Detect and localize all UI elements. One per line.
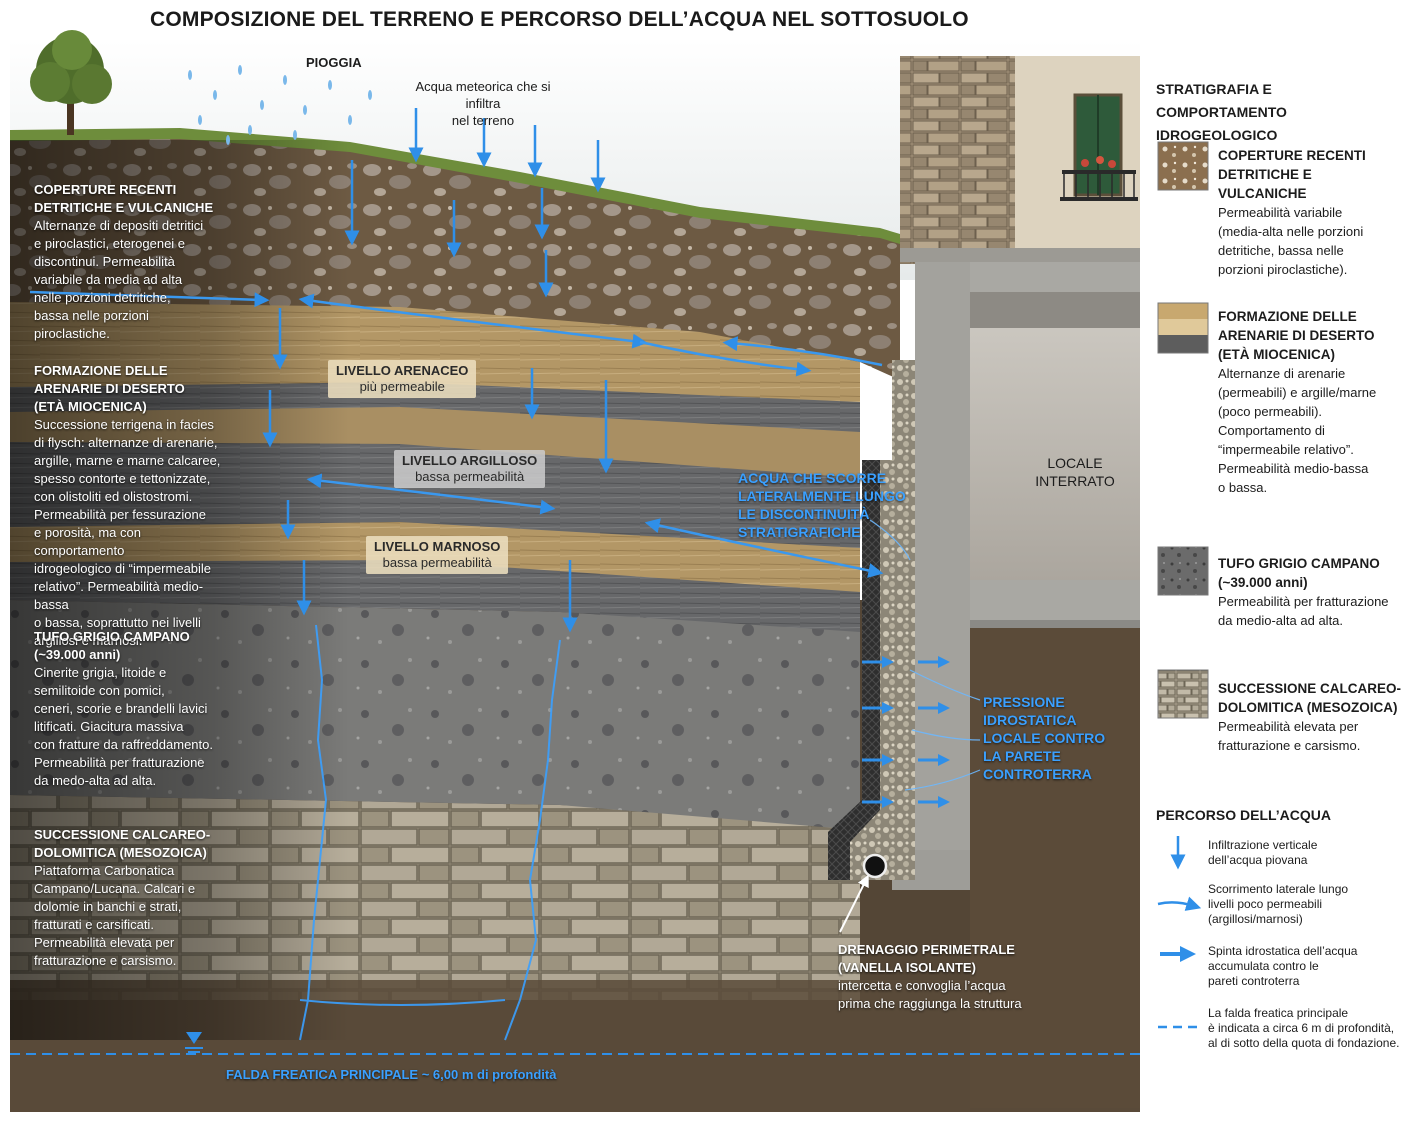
pressure-arrows [862, 656, 950, 808]
building [900, 56, 1140, 264]
lateral-flow-arrows [29, 290, 884, 578]
label-arenarie: FORMAZIONE DELLE ARENARIE DI DESERTO (ET… [34, 363, 221, 648]
legend-path-title: PERCORSO DELL’ACQUA [1156, 807, 1332, 823]
water-table-icon [185, 1032, 203, 1053]
legend-item-tufo: TUFO GRIGIO CAMPANO (~39.000 anni) Perme… [1218, 556, 1389, 628]
legend-panel: STRATIGRAFIA E COMPORTAMENTO IDROGEOLOGI… [1140, 0, 1402, 1122]
legend-item-calcare: SUCCESSIONE CALCAREO- DOLOMITICA (MESOZO… [1218, 681, 1402, 753]
drainage-pointer [839, 874, 869, 933]
fracture-water [299, 624, 561, 1041]
pressure-label: PRESSIONE IDROSTATICA LOCALE CONTRO LA P… [983, 694, 1106, 782]
infiltration-label: Acqua meteorica che si infiltra nel terr… [415, 79, 551, 128]
rain-label: PIOGGIA [306, 55, 362, 70]
legend-title: STRATIGRAFIA E COMPORTAMENTO IDROGEOLOGI… [1156, 81, 1287, 143]
grass-surface [10, 128, 900, 244]
rain-drops [188, 65, 372, 145]
tag-marnoso: LIVELLO MARNOSO bassa permeabilità [366, 536, 509, 574]
legend-path-thrust: Spinta idrostatica dell’acqua accumulata… [1208, 944, 1358, 988]
legend-swatch-calcare [1157, 669, 1209, 719]
drainage-gravel [850, 360, 915, 880]
label-calcare: SUCCESSIONE CALCAREO- DOLOMITICA (MESOZO… [34, 827, 211, 968]
legend-item-detritico: COPERTURE RECENTI DETRITICHE E VULCANICH… [1218, 148, 1366, 277]
tag-arenaceo: LIVELLO ARENACEO più permeabile [328, 360, 477, 398]
label-coperture: COPERTURE RECENTI DETRITICHE E VULCANICH… [34, 182, 214, 341]
page-title: COMPOSIZIONE DEL TERRENO E PERCORSO DELL… [150, 8, 969, 31]
legend-swatch-tufo [1157, 546, 1209, 596]
legend-swatch-detritico [1157, 141, 1209, 191]
legend-path-vertical: Infiltrazione verticale dell’acqua piova… [1208, 838, 1318, 867]
infiltration-arrows [262, 108, 614, 633]
legend-item-arenarie: FORMAZIONE DELLE ARENARIE DI DESERTO (ET… [1218, 309, 1377, 495]
label-tufo: TUFO GRIGIO CAMPANO (~39.000 anni) Ciner… [34, 629, 213, 788]
legend-path-dashed: La falda freatica principale è indicata … [1208, 1006, 1400, 1050]
drainage-pipe-icon [862, 853, 888, 879]
room-label: LOCALE INTERRATO [1035, 455, 1115, 489]
water-table-label: FALDA FREATICA PRINCIPALE ~ 6,00 m di pr… [226, 1067, 557, 1082]
legend-swatch-arenarie [1157, 302, 1209, 354]
tree-icon [30, 30, 112, 135]
drainage-label: DRENAGGIO PERIMETRALE (VANELLA ISOLANTE)… [838, 942, 1022, 1011]
legend-path-lateral: Scorrimento laterale lungo livelli poco … [1208, 882, 1349, 926]
legend-lateral-arrow-icon [1157, 896, 1202, 911]
tag-argilloso: LIVELLO ARGILLOSO bassa permeabilità [394, 450, 546, 488]
pressure-leaders [869, 519, 981, 791]
lateral-flow-label: ACQUA CHE SCORRE LATERALMENTE LUNGO LE D… [738, 470, 906, 540]
